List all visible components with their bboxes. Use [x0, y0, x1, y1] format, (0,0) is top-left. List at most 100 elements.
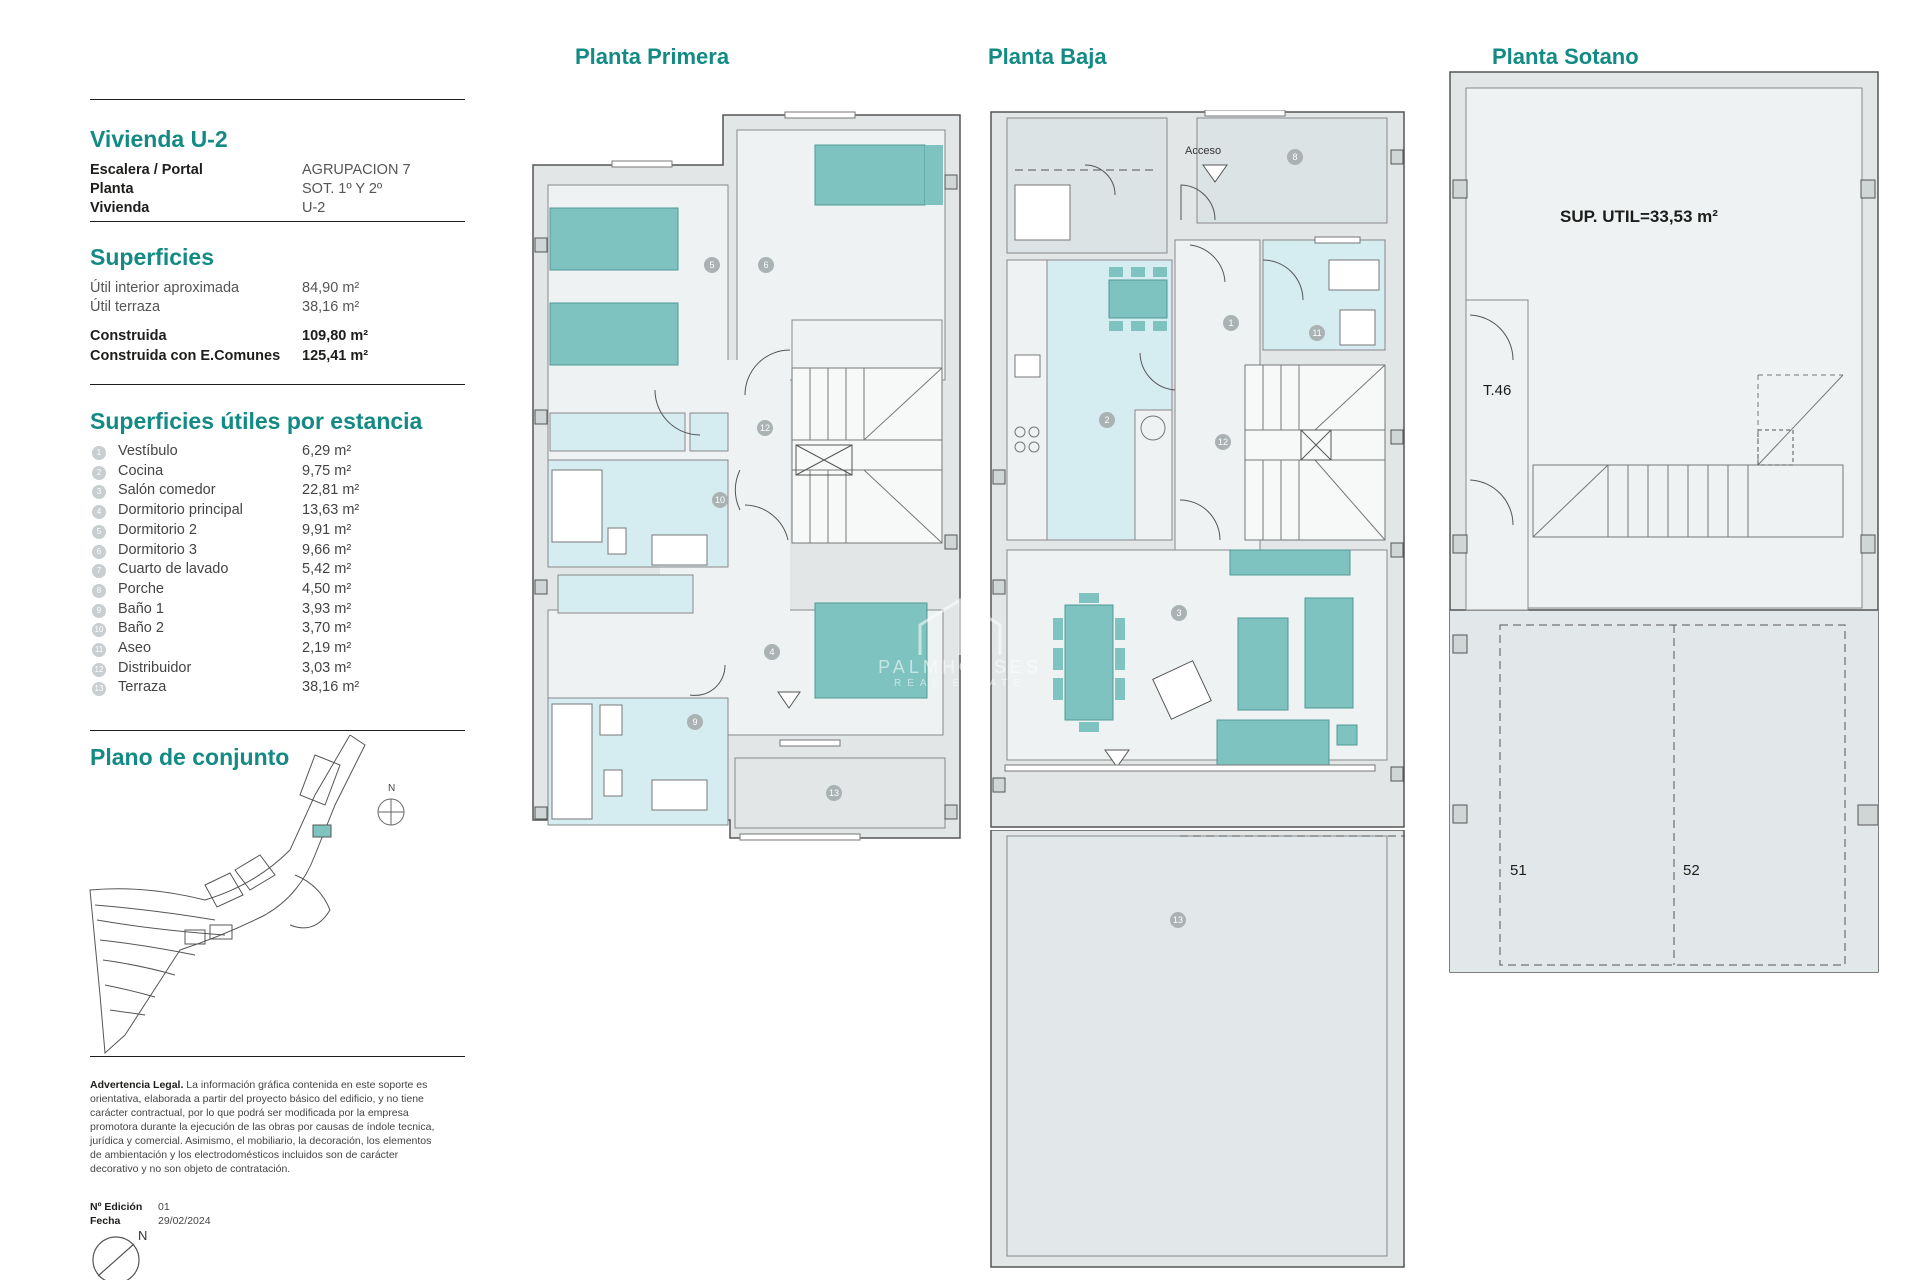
- room-area: 13,63 m²: [302, 502, 360, 519]
- divider: [90, 221, 465, 222]
- room-row: 8 Porche 4,50 m²: [90, 581, 465, 601]
- site-plan: [89, 735, 366, 1055]
- room-number-label: 13: [829, 788, 839, 798]
- divider: [90, 384, 465, 385]
- watermark-logo: PALMHOUSES REAL ESTATE: [860, 580, 1060, 689]
- room-number-label: 4: [769, 647, 774, 657]
- compass-north-label: N: [138, 1228, 148, 1243]
- room-name: Baño 1: [118, 600, 164, 617]
- room-number: 2: [92, 465, 106, 480]
- site-north-label: N: [388, 783, 396, 794]
- room-number: 13: [92, 682, 106, 697]
- room-number-label: 5: [709, 260, 714, 270]
- plan-title-sotano: Planta Sotano: [1492, 44, 1639, 69]
- floorplan-sotano: SUP. UTIL=33,53 m² T.46 51 52: [1449, 71, 1879, 973]
- superficies-title: Superficies: [90, 244, 214, 270]
- room-number-label: 12: [1218, 437, 1228, 447]
- room-area: 38,16 m²: [302, 679, 360, 696]
- watermark-sub: REAL ESTATE: [894, 678, 1026, 689]
- room-number: 5: [92, 524, 106, 539]
- room-area: 4,50 m²: [302, 580, 352, 597]
- room-number: 3: [92, 485, 106, 500]
- room-name: Porche: [118, 580, 164, 597]
- room-row: 4 Dormitorio principal 13,63 m²: [90, 502, 465, 522]
- access-label: Acceso: [1185, 145, 1221, 157]
- room-area: 9,91 m²: [302, 521, 352, 538]
- room-name: Salón comedor: [118, 482, 216, 499]
- room-area: 5,42 m²: [302, 561, 352, 578]
- room-row: 2 Cocina 9,75 m²: [90, 463, 465, 483]
- room-area: 6,29 m²: [302, 443, 352, 459]
- room-number: 9: [92, 603, 106, 618]
- plan-title-baja: Planta Baja: [988, 44, 1107, 69]
- room-name: Terraza: [118, 679, 167, 696]
- room-number-label: 12: [760, 423, 770, 433]
- plan-title-primera: Planta Primera: [575, 44, 730, 69]
- room-row: 5 Dormitorio 2 9,91 m²: [90, 522, 465, 542]
- room-number: 6: [92, 544, 106, 559]
- room-name: Dormitorio 3: [118, 541, 197, 558]
- palm-icon: [918, 598, 1002, 655]
- compass-icon: [92, 1236, 140, 1280]
- divider: [90, 1056, 465, 1057]
- room-number-label: 13: [1173, 915, 1183, 925]
- conjunto-title: Plano de conjunto: [90, 744, 290, 770]
- room-number-label: 1: [1228, 318, 1233, 328]
- room-number: 8: [92, 583, 106, 598]
- parking-label: 52: [1683, 862, 1700, 879]
- room-number: 10: [92, 623, 106, 638]
- legal-notice: Advertencia Legal. La información gráfic…: [90, 1079, 435, 1175]
- divider: [90, 99, 465, 100]
- room-area: 22,81 m²: [302, 482, 360, 499]
- room-row: 7 Cuarto de lavado 5,42 m²: [90, 561, 465, 581]
- divider: [90, 730, 465, 731]
- room-area: 9,66 m²: [302, 541, 352, 558]
- sup-util-label: SUP. UTIL=33,53 m²: [1560, 207, 1718, 226]
- room-row: 12 Distribuidor 3,03 m²: [90, 660, 465, 680]
- room-name: Vestíbulo: [118, 443, 178, 459]
- floorplan-baja-terraza: 13: [990, 830, 1405, 1268]
- room-row: 3 Salón comedor 22,81 m²: [90, 482, 465, 502]
- room-name: Aseo: [118, 640, 152, 656]
- room-name: Dormitorio principal: [118, 502, 243, 519]
- room-area: 2,19 m²: [302, 640, 352, 656]
- room-number-label: 8: [1292, 152, 1297, 162]
- unit-title: Vivienda U-2: [90, 126, 228, 152]
- room-number: 4: [92, 505, 106, 520]
- room-number-label: 6: [763, 260, 768, 270]
- room-number: 12: [92, 662, 106, 677]
- room-row: 9 Baño 1 3,93 m²: [90, 601, 465, 621]
- room-row: 6 Dormitorio 3 9,66 m²: [90, 542, 465, 562]
- room-number-label: 10: [715, 495, 725, 505]
- floorplan-baja: Acceso 8 1 11 2 12 3: [990, 110, 1405, 828]
- watermark-brand: PALMHOUSES: [878, 657, 1042, 677]
- room-row: 1 Vestíbulo 6,29 m²: [90, 443, 465, 463]
- room-number: 11: [92, 643, 106, 657]
- storage-label: T.46: [1483, 382, 1511, 399]
- room-number: 1: [92, 446, 106, 460]
- room-number-label: 2: [1104, 415, 1109, 425]
- room-name: Distribuidor: [118, 659, 192, 676]
- room-number-label: 11: [1312, 328, 1321, 338]
- room-name: Baño 2: [118, 620, 164, 637]
- room-number-label: 3: [1176, 608, 1181, 618]
- room-name: Dormitorio 2: [118, 521, 197, 538]
- room-area: 3,03 m²: [302, 659, 352, 676]
- info-panel: Vivienda U-2 Escalera / Portal AGRUPACIO…: [89, 0, 465, 1280]
- room-number: 7: [92, 564, 106, 579]
- parking-label: 51: [1510, 862, 1527, 879]
- room-number-label: 9: [692, 717, 697, 727]
- room-area: 9,75 m²: [302, 462, 352, 479]
- estancias-title: Superficies útiles por estancia: [90, 408, 423, 434]
- room-name: Cocina: [118, 462, 164, 479]
- room-row: 11 Aseo 2,19 m²: [90, 640, 465, 660]
- room-area: 3,70 m²: [302, 620, 352, 637]
- room-row: 10 Baño 2 3,70 m²: [90, 620, 465, 640]
- floorplan-primera: 5 6 12 10 4 9 13: [532, 111, 961, 841]
- room-row: 13 Terraza 38,16 m²: [90, 679, 465, 699]
- room-area: 3,93 m²: [302, 600, 352, 617]
- site-north-icon: [377, 798, 405, 826]
- room-name: Cuarto de lavado: [118, 561, 229, 578]
